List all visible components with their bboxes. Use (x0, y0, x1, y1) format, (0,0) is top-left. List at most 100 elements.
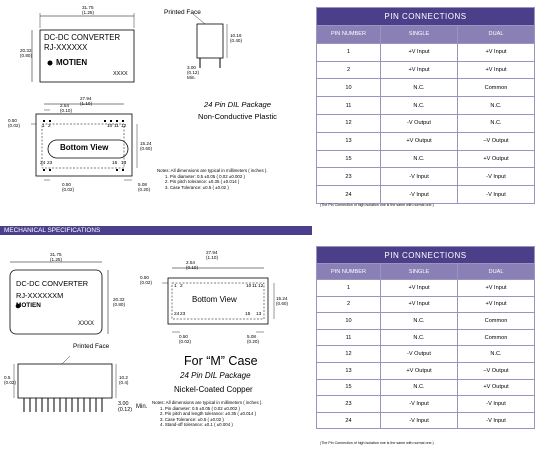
dim-b1: 0.50 (179, 334, 188, 339)
pin-15: 15 (112, 161, 118, 166)
pin-2: 2 (180, 284, 183, 289)
table-cell: N.C. (380, 328, 458, 347)
dim-len: 27.94 (80, 96, 92, 101)
package-type: 24 Pin DIL Package (180, 371, 251, 380)
pin-table-title: PIN CONNECTIONS (315, 246, 536, 264)
table-cell: -V Input (456, 411, 536, 430)
dim-p1: 2.54 (186, 260, 195, 265)
note-line: 2. Pin pitch tolerance: ±0.35 ( ±0.014 ) (165, 179, 240, 185)
dim-h1: 20.32 (20, 48, 32, 53)
pin-12: 12 (121, 124, 127, 129)
table-cell: Common (456, 328, 536, 347)
table-row: 2+V Input+V Input (316, 60, 536, 80)
module-line2: RJ-XXXXXXM (16, 291, 64, 300)
notes-block: Notes: All dimensions are typical in mil… (152, 400, 263, 428)
table-row: 24-V Input-V Input (316, 185, 536, 204)
table-row: 13+V Output–V Output (316, 361, 536, 380)
note-line: 1. Pin diameter: 0.5 ±0.05 ( 0.02 ±0.002… (160, 405, 240, 411)
dim-p1: 2.54 (60, 103, 69, 108)
dim-side-h-inch: (0.40) (230, 38, 243, 43)
table-cell: Common (456, 312, 536, 330)
module-brand: MOTIEN (56, 58, 88, 67)
table-cell: +V Input (380, 295, 458, 314)
dim-side-h: 10.2 (119, 375, 128, 380)
dim-e1: 0.50 (140, 275, 149, 280)
printed-face-label: Printed Face (164, 9, 201, 16)
table-row: 1+V Input+V Input (316, 279, 536, 297)
dim-b1: 0.50 (62, 182, 71, 187)
dim-side-p: 3.00 (187, 65, 196, 70)
table-cell: -V Input (380, 411, 458, 430)
table-cell: N.C. (456, 345, 536, 363)
table-footnote: (The Pin Connection of high isolation on… (320, 203, 434, 207)
module-line1: DC-DC CONVERTER (44, 33, 121, 42)
col-header: PIN NUMBER (316, 25, 381, 44)
dim-side-h-inch: (0.4) (119, 380, 129, 385)
table-footnote: (The Pin Connection of high isolation on… (320, 441, 434, 445)
module-brand: MOTIEN (16, 302, 41, 309)
dim-h2: 15.24 (276, 296, 288, 301)
pin-10: 10 (246, 284, 252, 289)
dim-b1-inch: (0.02) (179, 339, 192, 344)
table-row: 1+V Input+V Input (316, 42, 536, 62)
table-cell: 2 (316, 295, 381, 314)
pin-table-title: PIN CONNECTIONS (315, 7, 536, 26)
dim-h1: 20.32 (113, 297, 125, 302)
dim-b2-inch: (0.20) (247, 339, 260, 344)
dim-side-p-inch: (0.12) (187, 70, 200, 75)
notes-block: Notes: All dimensions are typical in mil… (157, 168, 268, 190)
dim-side-p-inch: (0.12) (118, 407, 133, 413)
dim-h2-inch: (0.60) (140, 146, 153, 151)
pin-1: 1 (174, 284, 177, 289)
module-line1: DC-DC CONVERTER (16, 279, 89, 288)
pin-11: 11 (114, 124, 119, 129)
pin-23: 23 (47, 161, 53, 166)
col-header: SINGLE (380, 263, 458, 280)
note-line: 3. Case Tolerance: ±0.5 ( ±0.02 ) (160, 416, 224, 422)
table-row: 24-V Input-V Input (316, 411, 536, 430)
package-material: Non-Conductive Plastic (198, 112, 277, 121)
pin-1: 1 (42, 124, 45, 129)
pin-table: PIN CONNECTIONS PIN NUMBER SINGLE DUAL 1… (315, 7, 536, 204)
table-cell: -V Input (380, 395, 458, 413)
dim-e1-inch: (0.02) (140, 280, 153, 285)
pin-24: 24 (174, 312, 180, 317)
dim-len-inch: (1.10) (80, 101, 93, 106)
dim-side-p: 3.00 (118, 401, 129, 407)
m-case-title: For “M” Case (184, 354, 258, 368)
note-line: 2. Pin pitch and length tolerance: ±0.35… (160, 411, 257, 417)
table-row: 23-V Input-V Input (316, 395, 536, 413)
bottom-view-outline (35, 113, 133, 177)
dim-h2-inch: (0.60) (276, 301, 289, 306)
dim-side-a: 0.5 (4, 375, 11, 380)
dim-len: 27.94 (206, 250, 218, 255)
section-title: MECHANICAL SPECIFICATIONS (4, 227, 101, 234)
note-line: Notes: All dimensions are typical in mil… (152, 400, 263, 405)
pin-12: 12 (258, 284, 264, 289)
table-cell: -V Input (456, 185, 536, 204)
dim-w1: 31.75 (50, 252, 62, 257)
pin-2: 2 (48, 124, 51, 129)
section-band (0, 226, 312, 235)
dim-e1: 0.50 (8, 118, 17, 123)
table-cell: +V Input (456, 295, 536, 314)
table-cell: 10 (316, 312, 381, 330)
note-line: 3. Case Tolerance: ±0.5 ( ±0.02 ) (165, 184, 229, 190)
table-cell: 15 (316, 378, 381, 397)
package-type: 24 Pin DIL Package (204, 100, 271, 109)
note-line: 4. Stand-off tolerance: ±0.1 ( ±0.004 ) (160, 422, 233, 428)
col-header: DUAL (456, 263, 536, 280)
pin-13: 13 (121, 161, 127, 166)
table-cell: 23 (316, 395, 381, 413)
dim-w1-inch: (1.25) (82, 10, 95, 15)
printed-face-label: Printed Face (73, 343, 110, 350)
table-cell: -V Input (456, 395, 536, 413)
dim-side-min: Min. (187, 75, 196, 80)
